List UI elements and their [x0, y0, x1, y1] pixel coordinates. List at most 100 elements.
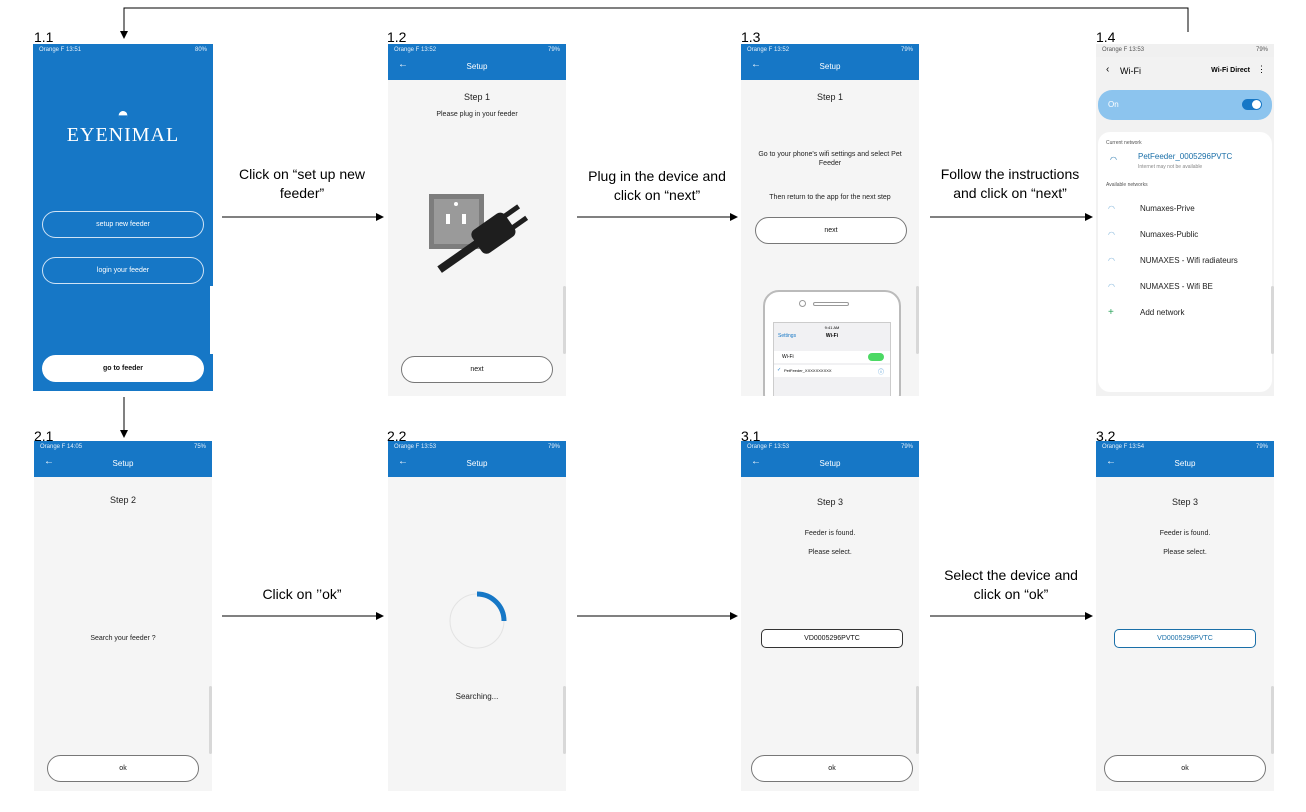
step-heading: Step 1 [816, 92, 844, 102]
network-row[interactable]: ◠ Numaxes-Public [1108, 229, 1199, 239]
caption-5: Select the device and click on “ok” [944, 567, 1078, 602]
step-label-2-2: 2.2 [387, 428, 407, 444]
screen-title: Setup [1174, 459, 1196, 468]
back-arrow-icon[interactable]: ← [44, 456, 54, 467]
caption-2: Plug in the device and click on “next” [588, 168, 726, 203]
plus-icon: + [1108, 306, 1114, 318]
wifi-signal-icon: ◠ [1108, 281, 1115, 291]
searching-text: Searching... [455, 692, 499, 701]
caption-4: Click on ’’ok” [262, 586, 342, 602]
wifi-toggle-row[interactable]: On [1098, 90, 1272, 120]
screen-1-2: Orange F 13:52 79% ← Setup Step 1 Please… [388, 44, 566, 396]
available-networks-label: Available networks [1106, 182, 1148, 188]
screen-title: Setup [819, 459, 841, 468]
step-label-1-4: 1.4 [1096, 29, 1116, 45]
check-icon: ✓ [777, 367, 782, 373]
back-arrow-icon[interactable]: ← [398, 456, 408, 467]
phone-illustration: 9:41 AM Settings Wi-Fi Wi-Fi ✓ PetFeeder… [763, 290, 901, 396]
screen-title: Setup [819, 62, 841, 71]
app-bar: Orange F 13:52 79% ← Setup [741, 44, 919, 80]
loop-arrow [120, 7, 1189, 39]
current-network-label: Current network [1106, 140, 1142, 146]
ok-button[interactable]: ok [47, 755, 199, 782]
screen-3-1: Orange F 13:53 79% ← Setup Step 3 Feeder… [741, 441, 919, 791]
back-arrow-icon[interactable]: ← [751, 456, 761, 467]
app-bar: Orange F 13:53 79% ← Setup [741, 441, 919, 477]
back-arrow-icon[interactable]: ← [751, 59, 761, 70]
status-bar: Orange F 13:51 80% [39, 47, 207, 53]
screen-title: Setup [466, 62, 488, 71]
network-panel: Current network ◠ PetFeeder_0005296PVTC … [1098, 132, 1272, 392]
device-option[interactable]: VD0005296PVTC [761, 629, 903, 648]
eye-logo-icon: ◓ [116, 104, 130, 126]
screen-2-1: Orange F 14:05 75% ← Setup Step 2 Search… [34, 441, 212, 791]
phone-speaker-icon [813, 302, 849, 306]
step-label-2-1: 2.1 [34, 428, 54, 444]
ok-button[interactable]: ok [1104, 755, 1266, 782]
wifi-direct-link[interactable]: Wi-Fi Direct [1211, 67, 1250, 74]
add-network-row[interactable]: + Add network [1108, 306, 1185, 318]
current-network-row[interactable]: ◠ PetFeeder_0005296PVTC Internet may not… [1110, 152, 1233, 170]
step-subtitle: Please plug in your feeder [436, 111, 518, 118]
app-bar: Orange F 13:53 79% ← Setup [388, 441, 566, 477]
screen-2-2: Orange F 13:53 79% ← Setup Searching... [388, 441, 566, 791]
next-button[interactable]: next [755, 217, 907, 244]
screen-1-4: Orange F 13:53 79% ‹ Wi-Fi Wi-Fi Direct … [1096, 44, 1274, 396]
step-label-1-3: 1.3 [741, 29, 761, 45]
network-row[interactable]: ◠ Numaxes-Prive [1108, 203, 1195, 213]
step-label-3-1: 3.1 [741, 428, 761, 444]
select-text: Please select. [808, 549, 852, 556]
wifi-signal-icon: ◠ [1108, 203, 1115, 213]
scroll-edge [210, 286, 213, 354]
app-bar: Orange F 13:52 79% ← Setup [388, 44, 566, 80]
step-heading: Step 2 [109, 495, 137, 505]
network-row[interactable]: ◠ NUMAXES - Wifi BE [1108, 281, 1213, 291]
step-heading: Step 3 [816, 497, 844, 507]
select-text: Please select. [1163, 549, 1207, 556]
toggle-switch-icon[interactable] [1242, 99, 1262, 110]
app-bar: Orange F 14:05 75% ← Setup [34, 441, 212, 477]
wifi-page-title: Wi-Fi [1120, 66, 1141, 76]
step-heading: Step 3 [1171, 497, 1199, 507]
ok-button[interactable]: ok [751, 755, 913, 782]
screen-1-3: Orange F 13:52 79% ← Setup Step 1 Go to … [741, 44, 919, 396]
screen-1-1: Orange F 13:51 80% ◓ EYENIMAL setup new … [33, 44, 213, 391]
found-text: Feeder is found. [1159, 530, 1211, 537]
phone-screen: 9:41 AM Settings Wi-Fi Wi-Fi ✓ PetFeeder… [773, 322, 891, 396]
screen-3-2: Orange F 13:54 79% ← Setup Step 3 Feeder… [1096, 441, 1274, 791]
search-question: Search your feeder ? [90, 635, 156, 642]
go-to-feeder-button[interactable]: go to feeder [42, 355, 204, 382]
toggle-on-icon [868, 353, 884, 361]
phone-camera-icon [799, 300, 806, 307]
settings-back-link: Settings [778, 333, 797, 339]
status-bar: Orange F 13:53 79% [1096, 44, 1274, 57]
login-feeder-button[interactable]: login your feeder [42, 257, 204, 284]
step-label-1-2: 1.2 [387, 29, 407, 45]
next-button[interactable]: next [401, 356, 553, 383]
back-chevron-icon[interactable]: ‹ [1106, 64, 1110, 75]
network-row: ✓ PetFeeder_XXXXXXXXXX ⓘ [774, 365, 890, 377]
wifi-signal-icon: ◠ [1108, 229, 1115, 239]
more-options-icon[interactable]: ⋮ [1257, 64, 1266, 74]
info-icon: ⓘ [877, 370, 884, 376]
network-row[interactable]: ◠ NUMAXES - Wifi radiateurs [1108, 255, 1238, 265]
back-arrow-icon[interactable]: ← [398, 59, 408, 70]
step-label-1-1: 1.1 [34, 29, 54, 45]
wifi-connected-icon: ◠ [1110, 155, 1117, 164]
back-arrow-icon[interactable]: ← [1106, 456, 1116, 467]
device-option-selected[interactable]: VD0005296PVTC [1114, 629, 1256, 648]
setup-new-feeder-button[interactable]: setup new feeder [42, 211, 204, 238]
found-text: Feeder is found. [804, 530, 856, 537]
wifi-row: Wi-Fi [774, 351, 890, 363]
return-text: Then return to the app for the next step [769, 194, 891, 201]
loading-spinner-icon [449, 591, 507, 649]
screen-title: Setup [466, 459, 488, 468]
plug-illustration-icon [429, 194, 529, 273]
step-label-3-2: 3.2 [1096, 428, 1116, 444]
step-heading: Step 1 [463, 92, 491, 102]
app-bar: Orange F 13:54 79% ← Setup [1096, 441, 1274, 477]
instructions-text: Go to your phone's wifi settings and sel… [758, 151, 902, 167]
caption-1: Click on “set up new feeder” [238, 166, 366, 201]
app-logo: EYENIMAL [66, 124, 180, 146]
